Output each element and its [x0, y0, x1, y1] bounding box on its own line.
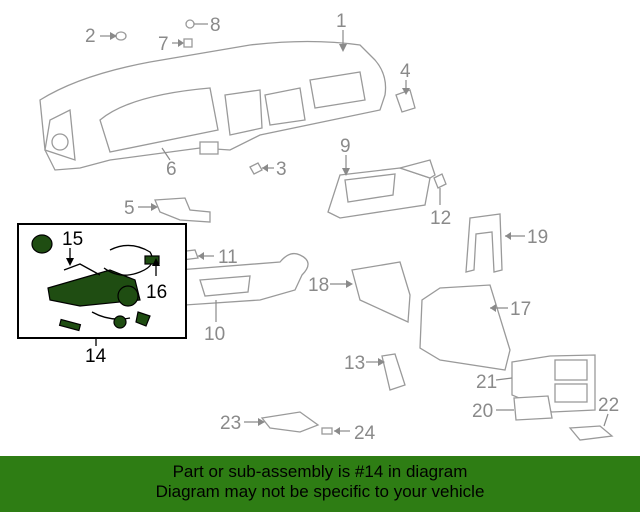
part-2-clip	[115, 31, 127, 41]
part-17-console-cover	[419, 284, 511, 371]
callout-2: 2	[85, 26, 96, 47]
callout-14: 14	[85, 346, 107, 367]
callout-3: 3	[276, 159, 287, 180]
part-19-bracket	[465, 213, 503, 273]
part-1-instrument-panel	[39, 40, 387, 171]
callout-5: 5	[124, 198, 135, 219]
callout-21: 21	[476, 372, 497, 393]
part-15-cap	[31, 234, 53, 254]
part-14-highlight-box: 15 16	[17, 223, 187, 339]
callout-16: 16	[146, 282, 167, 303]
callout-8: 8	[210, 15, 221, 36]
part-3-clip	[249, 162, 263, 175]
parts-diagram: 1 2 8 7 4 6 3 9 12 5 11	[17, 11, 619, 444]
part-8-clip	[185, 19, 195, 29]
callout-6: 6	[166, 159, 177, 180]
part-14-ignition-lock	[47, 269, 141, 307]
callout-23: 23	[220, 413, 241, 434]
callout-24: 24	[354, 423, 376, 444]
part-9-glove-box	[327, 159, 436, 219]
part-22-trim	[568, 425, 614, 441]
callout-1: 1	[336, 11, 347, 32]
callout-11: 11	[218, 247, 238, 268]
part-7-clip	[183, 38, 193, 48]
callout-22: 22	[598, 395, 619, 416]
part-24-bulb	[321, 427, 333, 435]
part-20-pocket	[513, 395, 553, 421]
part-10-lower-cover	[177, 252, 309, 306]
banner-line-1: Part or sub-assembly is #14 in diagram	[172, 462, 468, 481]
info-banner: Part or sub-assembly is #14 in diagram D…	[0, 456, 640, 512]
part-13-bracket	[381, 353, 406, 391]
callout-7: 7	[158, 34, 169, 55]
part-12-latch	[433, 173, 447, 189]
callout-18: 18	[308, 275, 329, 296]
part-5-bracket	[154, 197, 211, 223]
callout-19: 19	[527, 227, 548, 248]
callout-4: 4	[400, 61, 411, 82]
part-18-panel	[351, 261, 411, 323]
callout-12: 12	[430, 208, 451, 229]
part-23-cable	[260, 411, 320, 433]
callout-17: 17	[510, 299, 531, 320]
banner-line-2: Diagram may not be specific to your vehi…	[155, 482, 485, 501]
callout-9: 9	[340, 136, 351, 157]
callout-13: 13	[344, 353, 365, 374]
callout-10: 10	[204, 324, 225, 345]
callout-15: 15	[62, 229, 83, 250]
callout-20: 20	[472, 401, 493, 422]
